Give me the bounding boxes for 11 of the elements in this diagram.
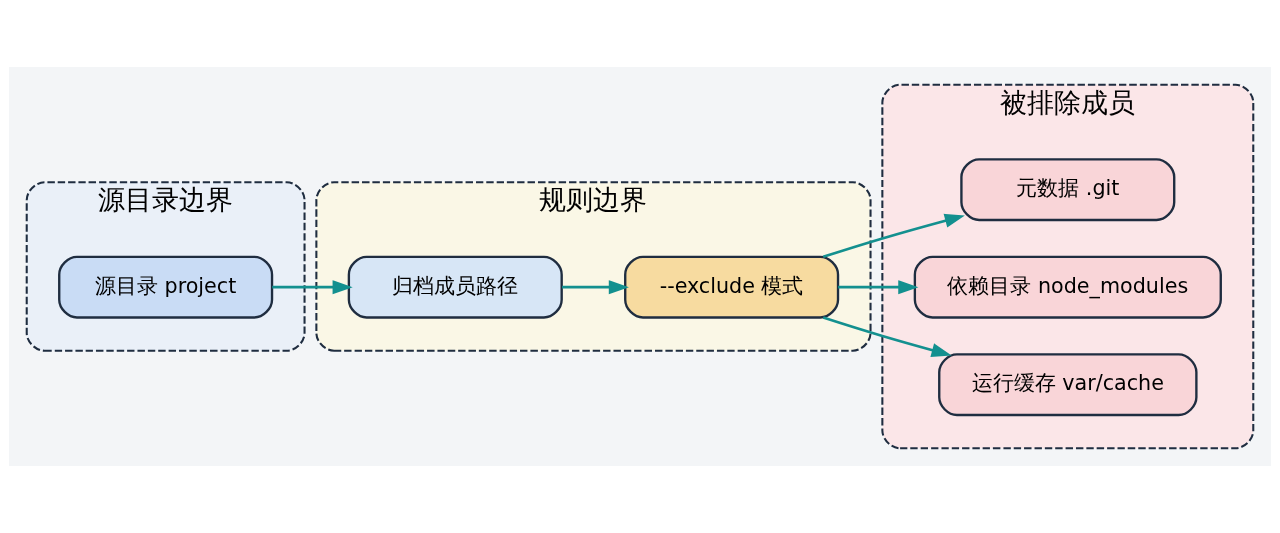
node-box: 归档成员路径 [347, 255, 563, 319]
node-box: 元数据 .git [960, 158, 1176, 222]
node-box: 依赖目录 node_modules [913, 255, 1222, 319]
arrow [562, 280, 629, 295]
node-box: 源目录 project [58, 255, 274, 319]
arrow [838, 280, 919, 295]
arrow [272, 280, 353, 295]
arrow [822, 316, 952, 357]
node-box: --exclude 模式 [624, 255, 840, 319]
node-box: 运行缓存 var/cache [938, 353, 1198, 417]
arrow [822, 213, 965, 259]
